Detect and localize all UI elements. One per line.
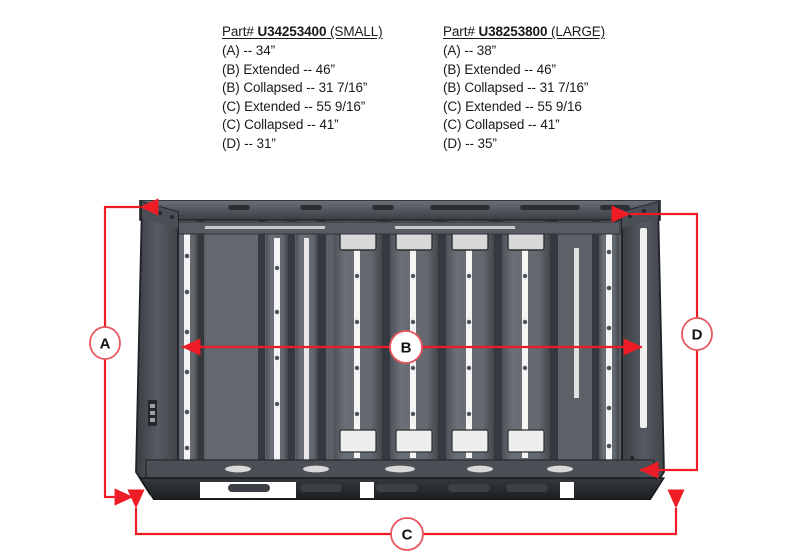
dimension-marker-b-circle bbox=[389, 330, 423, 364]
rack-base-skid bbox=[138, 477, 666, 500]
spec-title-small: Part# U34253400 (SMALL) bbox=[222, 22, 383, 41]
part-number-large: U38253800 bbox=[478, 24, 548, 39]
dimension-marker-d-circle bbox=[681, 317, 713, 351]
spec-line: (B) Extended -- 46” bbox=[443, 61, 556, 77]
spec-line: (B) Extended -- 46” bbox=[222, 61, 335, 77]
rack-top-frame bbox=[139, 200, 661, 221]
part-prefix-small: Part# bbox=[222, 24, 254, 39]
spec-line: (C) Collapsed -- 41” bbox=[443, 117, 560, 133]
dimension-marker-a-circle bbox=[89, 326, 121, 360]
dimension-marker-d-label: D bbox=[692, 327, 703, 344]
spec-line: (C) Collapsed -- 41” bbox=[222, 117, 339, 133]
size-label-small: (SMALL) bbox=[330, 24, 383, 39]
dimension-arrow-b: B bbox=[181, 330, 643, 364]
dimension-marker-c-label: C bbox=[402, 527, 413, 544]
spec-line: (B) Collapsed -- 31 7/16” bbox=[443, 80, 589, 96]
rack-left-end-panel bbox=[135, 200, 179, 496]
rack-dimension-diagram: A D B C bbox=[0, 172, 800, 560]
spec-column-small: Part# U34253400 (SMALL) (A) -- 34” (B) E… bbox=[222, 22, 383, 154]
dimension-bracket-c: C bbox=[127, 489, 685, 551]
dimension-bracket-a: A bbox=[89, 198, 159, 506]
spec-line: (C) Extended -- 55 9/16 bbox=[443, 98, 582, 114]
dimension-marker-b-label: B bbox=[401, 340, 412, 357]
rack-cross-brackets bbox=[339, 231, 545, 453]
spec-line: (A) -- 34” bbox=[222, 43, 276, 58]
rack-upper-cross-rail bbox=[169, 221, 621, 235]
spec-line: (D) -- 35” bbox=[443, 135, 497, 151]
size-label-large: (LARGE) bbox=[551, 24, 606, 39]
spec-line: (D) -- 31” bbox=[222, 135, 276, 151]
part-prefix-large: Part# bbox=[443, 24, 475, 39]
part-number-small: U34253400 bbox=[257, 24, 327, 39]
spec-line: (A) -- 38” bbox=[443, 43, 497, 58]
specification-text-area: Part# U34253400 (SMALL) (A) -- 34” (B) E… bbox=[0, 22, 800, 172]
spec-column-large: Part# U38253800 (LARGE) (A) -- 38” (B) E… bbox=[443, 22, 605, 154]
spec-line: (B) Collapsed -- 31 7/16” bbox=[222, 80, 368, 96]
dimension-marker-a-label: A bbox=[100, 336, 111, 353]
spec-line: (C) Extended -- 55 9/16” bbox=[222, 98, 366, 114]
spec-title-large: Part# U38253800 (LARGE) bbox=[443, 22, 605, 41]
dimension-bracket-d: D bbox=[611, 205, 713, 479]
rack-bottom-rail bbox=[145, 459, 655, 479]
dimension-marker-c-circle bbox=[390, 517, 424, 551]
